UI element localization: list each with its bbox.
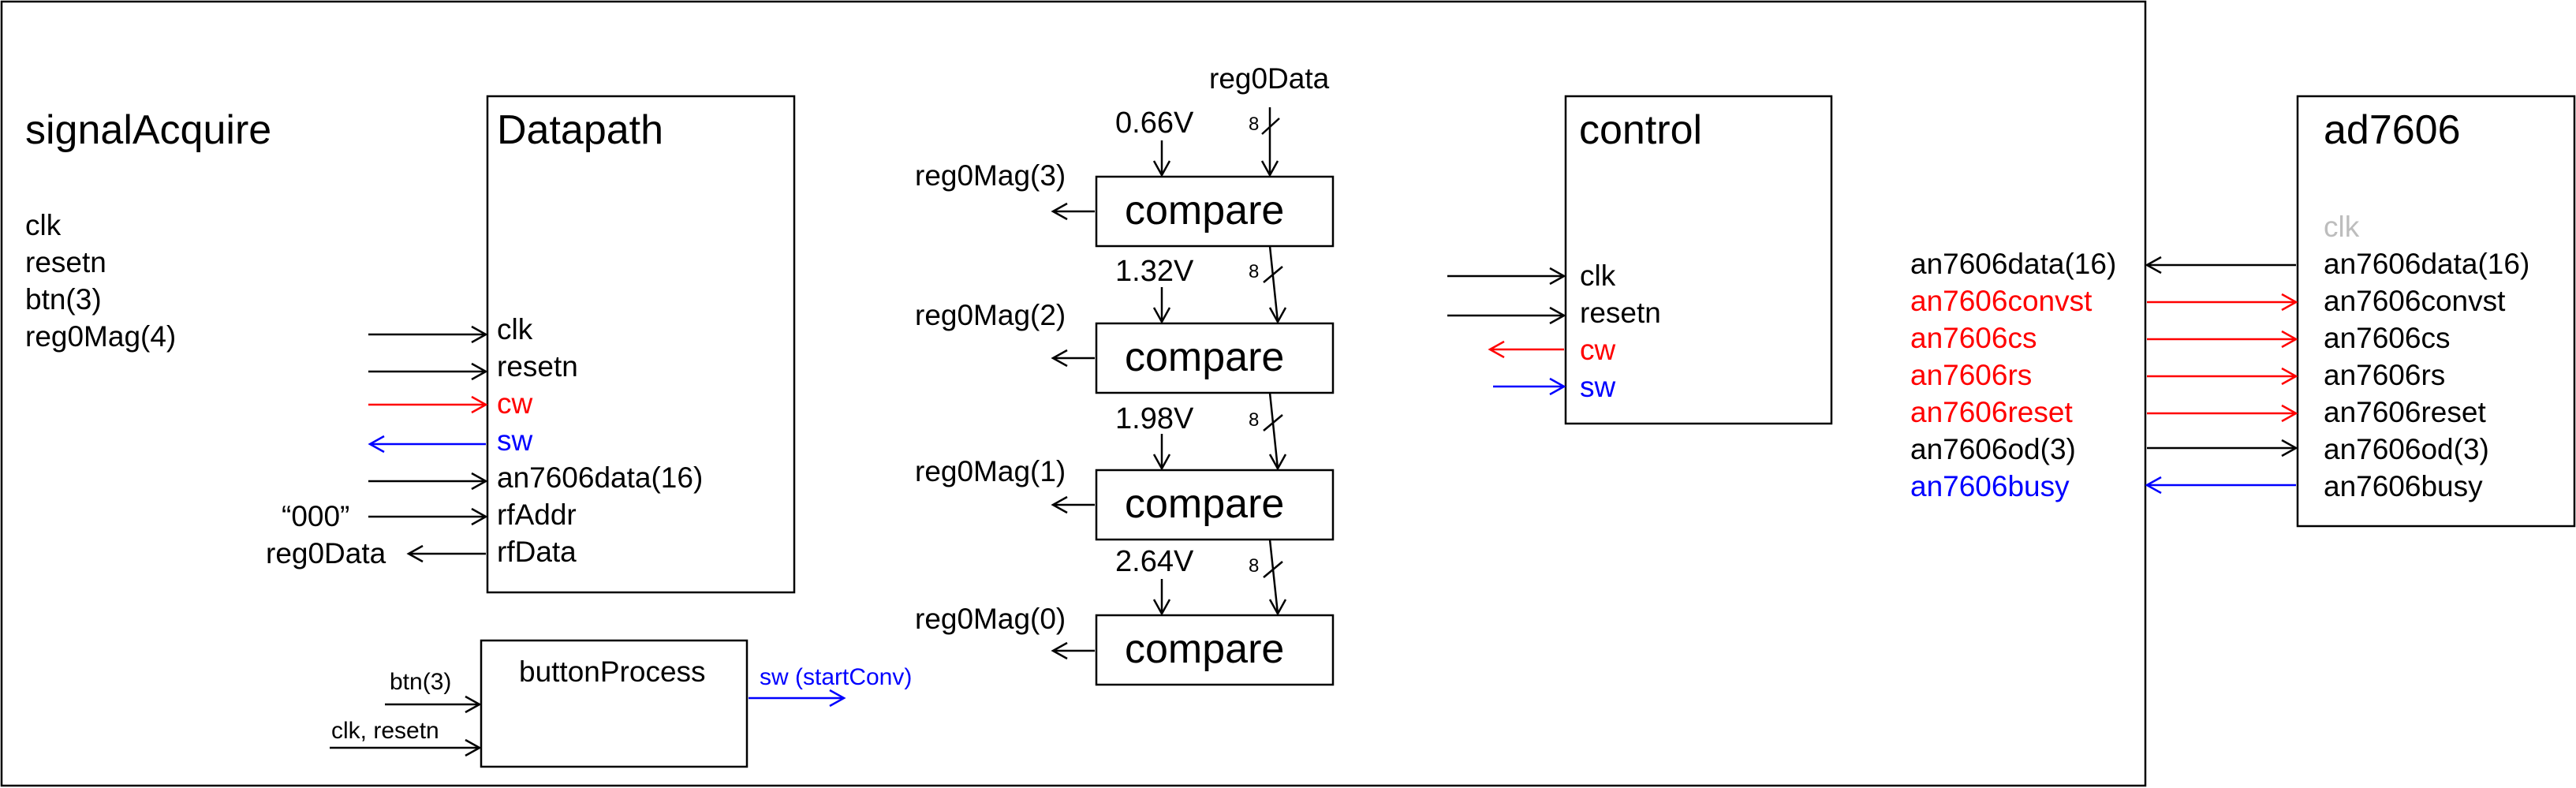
- signal-acquire-port: resetn: [25, 246, 106, 278]
- datapath-clk-arrow: [368, 325, 488, 344]
- threshold-label: 1.32V: [1115, 255, 1194, 288]
- button-process-title: buttonProcess: [519, 655, 706, 688]
- compare-label: compare: [1125, 626, 1284, 672]
- threshold-label: 0.66V: [1115, 106, 1194, 140]
- ad7606-port: an7606rs: [2324, 359, 2445, 391]
- signal-acquire-port: clk: [25, 209, 62, 241]
- ext-signal-an7606reset: an7606reset: [1910, 396, 2073, 428]
- compare-block: 0.66V 8 compare reg0Mag(3): [915, 106, 1335, 248]
- signal-acquire-title: signalAcquire: [25, 107, 271, 153]
- datapath-port-clk: clk: [497, 313, 533, 345]
- an7606data-arrow: [2145, 256, 2296, 274]
- reg0data-input-label: reg0Data: [1209, 62, 1330, 95]
- datapath-port-an7606data: an7606data(16): [497, 461, 703, 494]
- button-process-box: [480, 639, 749, 768]
- datapath-port-rfdata: rfData: [497, 536, 577, 568]
- ad7606-title: ad7606: [2324, 107, 2461, 153]
- datapath-port-rfaddr: rfAddr: [497, 499, 577, 531]
- ad7606-port: an7606od(3): [2324, 433, 2489, 465]
- rfaddr-constant: “000”: [282, 500, 349, 532]
- compare-box: [1095, 175, 1335, 248]
- bus-width-label: 8: [1249, 409, 1259, 431]
- datapath-rfdata-arrow: [406, 544, 486, 563]
- bus-width-label: 8: [1249, 555, 1259, 577]
- ad7606-box: [2296, 95, 2576, 528]
- datapath-resetn-arrow: [368, 362, 488, 381]
- ad7606-port: an7606cs: [2324, 322, 2450, 354]
- compare-label: compare: [1125, 481, 1284, 527]
- button-process-sw-label: sw (startConv): [760, 664, 912, 690]
- ext-signal-an7606cs: an7606cs: [1910, 322, 2037, 354]
- datapath-port-cw: cw: [497, 387, 533, 420]
- control-resetn-arrow: [1447, 306, 1566, 325]
- bus-width-label: 8: [1249, 114, 1259, 135]
- signal-acquire-port: reg0Mag(4): [25, 320, 176, 353]
- ext-signal-an7606busy: an7606busy: [1910, 470, 2070, 502]
- an7606busy-arrow: [2145, 476, 2296, 495]
- ext-signal-an7606data: an7606data(16): [1910, 248, 2116, 280]
- compare-output-label: reg0Mag(2): [915, 299, 1066, 331]
- compare-block: 1.32V 8 compare reg0Mag(2): [915, 245, 1335, 394]
- compare-label: compare: [1125, 188, 1284, 233]
- threshold-label: 1.98V: [1115, 402, 1194, 435]
- threshold-label: 2.64V: [1115, 545, 1194, 578]
- compare-box: [1095, 614, 1335, 686]
- compare-box: [1095, 322, 1335, 394]
- button-process-clk-arrow: [330, 738, 482, 757]
- control-port-clk: clk: [1580, 260, 1616, 292]
- control-box: [1564, 95, 1833, 425]
- datapath-title: Datapath: [497, 107, 663, 153]
- compare-output-label: reg0Mag(0): [915, 603, 1066, 635]
- an7606convst-arrow: [2147, 293, 2298, 312]
- datapath-cw-arrow: [368, 395, 488, 414]
- control-clk-arrow: [1447, 267, 1566, 286]
- an7606reset-arrow: [2147, 404, 2298, 423]
- compare-output-label: reg0Mag(1): [915, 455, 1066, 487]
- compare-output-label: reg0Mag(3): [915, 159, 1066, 192]
- button-process-btn-arrow: [385, 695, 482, 714]
- ext-signal-an7606rs: an7606rs: [1910, 359, 2032, 391]
- datapath-sw-arrow: [368, 435, 486, 454]
- button-process-btn-label: btn(3): [390, 669, 451, 695]
- datapath-rfaddr-arrow: [368, 507, 488, 526]
- ext-signal-an7606od: an7606od(3): [1910, 433, 2076, 465]
- compare-block: 2.64V 8 compare reg0Mag(0): [915, 539, 1335, 686]
- signal-acquire-frame: [0, 0, 2147, 787]
- ad7606-port: an7606busy: [2324, 470, 2483, 502]
- control-port-resetn: resetn: [1580, 297, 1661, 329]
- datapath-port-sw: sw: [497, 424, 533, 457]
- datapath-box: [486, 95, 796, 594]
- ad7606-port: an7606data(16): [2324, 248, 2529, 280]
- datapath-port-resetn: resetn: [497, 350, 578, 383]
- bus-width-label: 8: [1249, 261, 1259, 282]
- compare-label: compare: [1125, 334, 1284, 380]
- control-title: control: [1579, 107, 1702, 153]
- ad7606-port: an7606convst: [2324, 285, 2506, 317]
- datapath-an7606data-arrow: [368, 472, 488, 491]
- reg0data-output-label: reg0Data: [266, 537, 386, 570]
- an7606cs-arrow: [2147, 330, 2298, 349]
- button-process-clk-label: clk, resetn: [331, 718, 439, 744]
- button-process-sw-arrow: [749, 689, 846, 708]
- ad7606-port-clk: clk: [2324, 211, 2360, 243]
- an7606od-arrow: [2147, 439, 2298, 457]
- control-cw-arrow: [1488, 340, 1564, 359]
- ad7606-port: an7606reset: [2324, 396, 2486, 428]
- control-port-cw: cw: [1580, 334, 1616, 366]
- signal-acquire-port: btn(3): [25, 283, 102, 316]
- control-port-sw: sw: [1580, 371, 1616, 403]
- compare-block: 1.98V 8 compare reg0Mag(1): [915, 392, 1335, 541]
- control-sw-arrow: [1493, 377, 1566, 396]
- compare-box: [1095, 469, 1335, 541]
- ext-signal-an7606convst: an7606convst: [1910, 285, 2093, 317]
- an7606rs-arrow: [2147, 367, 2298, 386]
